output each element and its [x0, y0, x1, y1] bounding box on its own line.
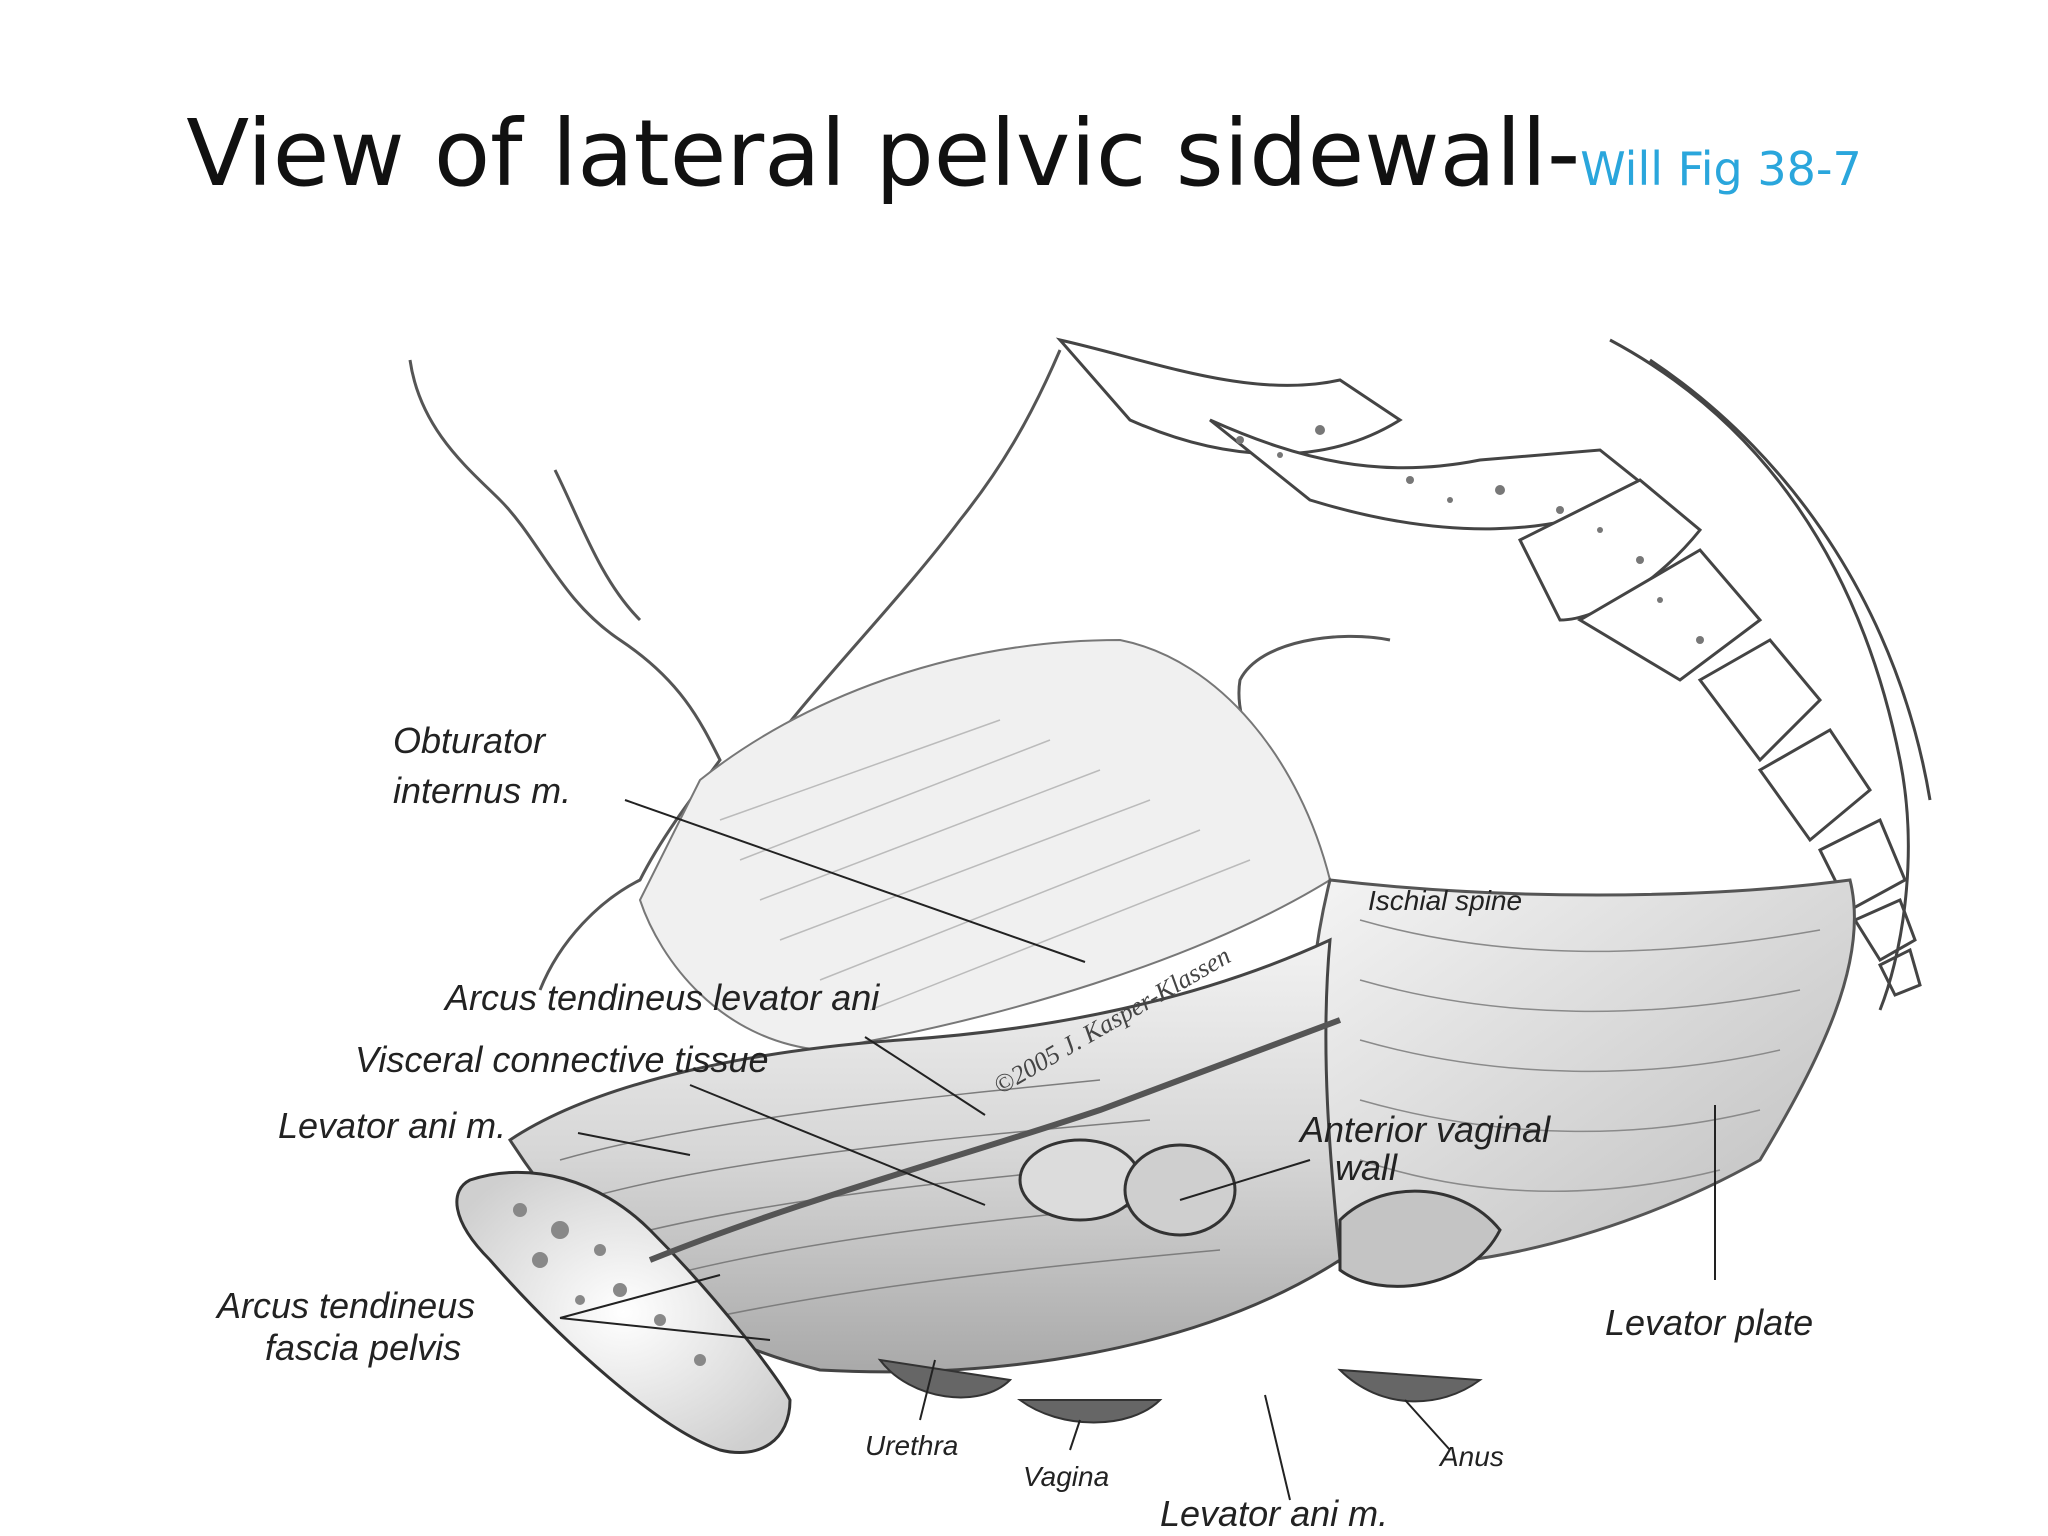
label-levator-ani-m-left: Levator ani m. [278, 1105, 507, 1146]
label-obturator-internus-line1: Obturator [393, 720, 546, 761]
sacrum-outer-curve [1609, 338, 1932, 1011]
pelvic-organs [1018, 1138, 1502, 1288]
label-anterior-vaginal-wall-line2: wall [1335, 1147, 1398, 1188]
label-arcus-tendineus-fascia-line2: fascia pelvis [265, 1327, 462, 1368]
slide-title: View of lateral pelvic sidewall-Will Fig… [0, 100, 2048, 207]
label-urethra: Urethra [865, 1430, 959, 1461]
sacrum-coccyx [1055, 337, 1922, 997]
label-arcus-tendineus-fascia-line1: Arcus tendineus [217, 1285, 476, 1326]
leader-lines [559, 799, 1716, 1501]
label-ischial-spine: Ischial spine [1368, 885, 1523, 916]
outlet-openings [877, 1358, 1483, 1424]
bone-texture [513, 1203, 706, 1366]
label-vagina: Vagina [1023, 1461, 1110, 1492]
arcus-tendineus-band [648, 1017, 1342, 1263]
obturator-fibers [719, 719, 1251, 1011]
sacrum-texture [1236, 425, 1704, 644]
figure-reference: Will Fig 38-7 [1580, 142, 1862, 196]
title-text: View of lateral pelvic sidewall- [186, 100, 1581, 207]
levator-plate-fibers [1359, 919, 1821, 1193]
label-levator-ani-m-bottom: Levator ani m. [1160, 1493, 1389, 1534]
label-levator-plate: Levator plate [1605, 1302, 1814, 1343]
pubic-bone-section [455, 1170, 792, 1455]
label-visceral-connective-tissue: Visceral connective tissue [355, 1039, 769, 1080]
label-arcus-tendineus-levator-ani: Arcus tendineus levator ani [445, 977, 880, 1018]
label-anus: Anus [1440, 1441, 1504, 1472]
label-obturator-internus-line2: internus m. [393, 770, 572, 811]
label-anterior-vaginal-wall-line1: Anterior vaginal [1300, 1109, 1551, 1150]
